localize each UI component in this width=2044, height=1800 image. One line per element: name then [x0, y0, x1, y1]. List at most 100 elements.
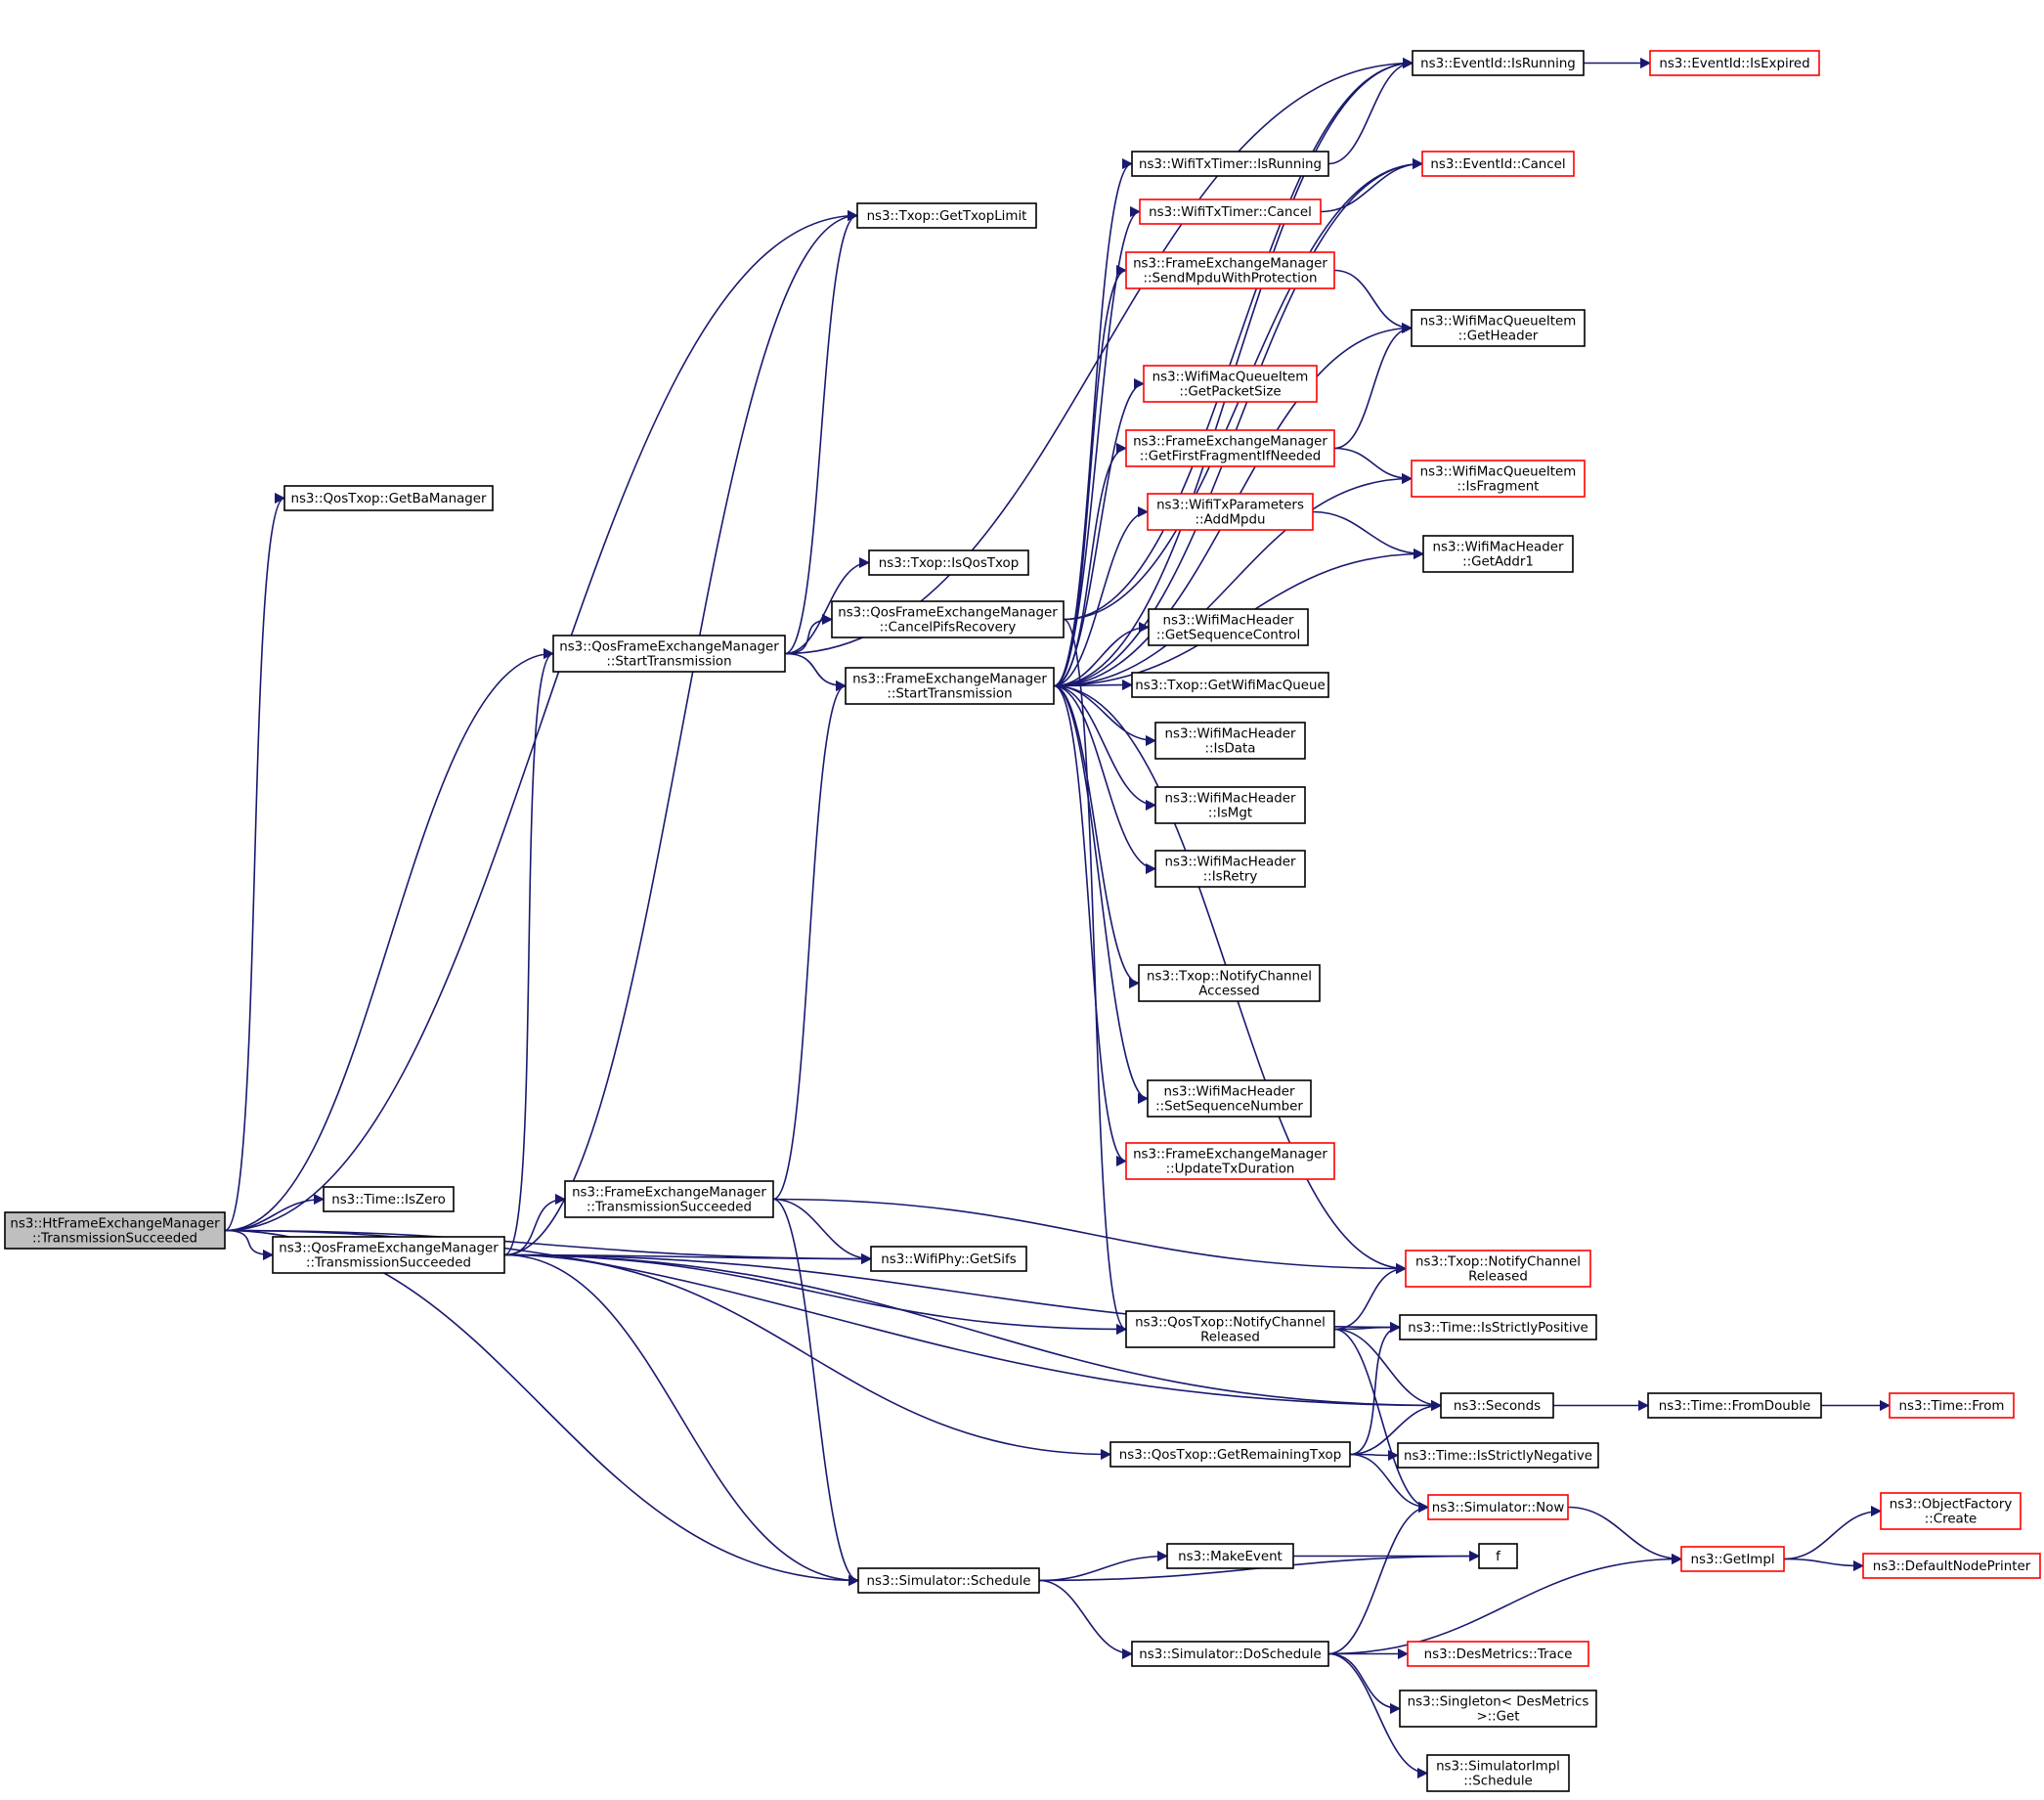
- node-label: ::IsRetry: [1203, 870, 1258, 885]
- node-box: [870, 1246, 1027, 1272]
- node-label: ns3::DefaultNodePrinter: [1873, 1559, 2031, 1574]
- node-box: [1154, 786, 1306, 824]
- edge-fem-transmission-succeeded-to-simulator-schedule: [772, 1198, 860, 1587]
- node-wifitxtimer-cancel[interactable]: ns3::WifiTxTimer::Cancel: [1139, 198, 1322, 225]
- node-label: ::GetPacketSize: [1179, 385, 1281, 400]
- node-simulatorimpl-schedule[interactable]: ns3::SimulatorImpl::Schedule: [1426, 1754, 1570, 1792]
- node-txop-is-qos-txop[interactable]: ns3::Txop::IsQosTxop: [868, 549, 1029, 576]
- edge-qos-fem-start-transmission-to-txop-get-txop-limit: [784, 210, 859, 655]
- node-make-event[interactable]: ns3::MakeEvent: [1166, 1543, 1294, 1569]
- node-wifimacheader-is-data[interactable]: ns3::WifiMacHeader::IsData: [1154, 722, 1306, 760]
- node-fem-get-first-fragment-if-needed[interactable]: ns3::FrameExchangeManager::GetFirstFragm…: [1125, 429, 1335, 467]
- node-qos-fem-cancel-pifs-recovery[interactable]: ns3::QosFrameExchangeManager::CancelPifs…: [831, 600, 1065, 638]
- edge-qos-fem-transmission-succeeded-to-simulator-schedule: [503, 1253, 860, 1587]
- node-time-is-strictly-negative[interactable]: ns3::Time::IsStrictlyNegative: [1397, 1442, 1599, 1469]
- node-txop-get-txop-limit[interactable]: ns3::Txop::GetTxopLimit: [856, 202, 1037, 229]
- edge-fem-start-transmission-to-wifimacheader-get-sequence-control: [1053, 621, 1151, 687]
- edge-root-to-txop-get-txop-limit: [224, 209, 859, 1232]
- edge-qos-fem-transmission-succeeded-to-txop-get-txop-limit: [503, 209, 859, 1256]
- node-wifitxtimer-is-running[interactable]: ns3::WifiTxTimer::IsRunning: [1131, 151, 1329, 177]
- node-time-is-zero[interactable]: ns3::Time::IsZero: [323, 1186, 455, 1212]
- node-label: ::GetHeader: [1458, 329, 1539, 344]
- edge-root-to-wifiphy-get-sifs: [224, 1229, 873, 1265]
- node-label: ns3::Time::IsZero: [331, 1193, 446, 1207]
- node-eventid-is-expired[interactable]: ns3::EventId::IsExpired: [1649, 50, 1820, 76]
- node-fem-start-transmission[interactable]: ns3::FrameExchangeManager::StartTransmis…: [845, 667, 1055, 705]
- node-box: [1154, 722, 1306, 760]
- node-label: ns3::Txop::NotifyChannel: [1147, 970, 1312, 985]
- node-eventid-cancel[interactable]: ns3::EventId::Cancel: [1421, 151, 1575, 177]
- node-box: [1131, 1641, 1329, 1667]
- node-desmetrics-trace[interactable]: ns3::DesMetrics::Trace: [1407, 1641, 1589, 1667]
- node-wifimacqueueitem-is-fragment[interactable]: ns3::WifiMacQueueItem::IsFragment: [1411, 460, 1586, 498]
- node-eventid-is-running[interactable]: ns3::EventId::IsRunning: [1412, 50, 1585, 76]
- node-default-node-printer[interactable]: ns3::DefaultNodePrinter: [1862, 1553, 2041, 1579]
- edge-simulator-now-to-get-impl: [1567, 1506, 1683, 1565]
- node-objectfactory-create[interactable]: ns3::ObjectFactory::Create: [1880, 1492, 2022, 1530]
- node-root[interactable]: ns3::HtFrameExchangeManager::Transmissio…: [4, 1211, 226, 1250]
- edge-qos-fem-cancel-pifs-recovery-to-eventid-is-running: [1063, 57, 1414, 621]
- node-seconds[interactable]: ns3::Seconds: [1440, 1392, 1554, 1419]
- node-label: ns3::WifiMacHeader: [1163, 614, 1294, 629]
- node-box: [1647, 1392, 1822, 1419]
- edge-wifitxparameters-add-mpdu-to-wifimacheader-get-addr1: [1312, 510, 1425, 560]
- edge-fem-start-transmission-to-wifimacheader-set-sequence-number: [1053, 684, 1150, 1105]
- node-box: [1125, 429, 1335, 467]
- node-qos-get-ba-manager[interactable]: ns3::QosTxop::GetBaManager: [283, 485, 494, 511]
- node-fem-update-tx-duration[interactable]: ns3::FrameExchangeManager::UpdateTxDurat…: [1125, 1142, 1335, 1180]
- node-wifimacheader-is-retry[interactable]: ns3::WifiMacHeader::IsRetry: [1154, 850, 1306, 888]
- edge-simulator-schedule-to-simulator-do-schedule: [1038, 1579, 1134, 1660]
- node-label: ns3::SimulatorImpl: [1436, 1760, 1560, 1775]
- node-time-from[interactable]: ns3::Time::From: [1889, 1392, 2015, 1419]
- node-simulator-schedule[interactable]: ns3::Simulator::Schedule: [857, 1567, 1040, 1594]
- edge-qos-fem-start-transmission-to-txop-is-qos-txop: [784, 556, 871, 655]
- edge-simulator-do-schedule-to-singleton-desmetrics-get: [1327, 1652, 1402, 1715]
- node-box: [1880, 1492, 2022, 1530]
- node-fem-send-mpdu-with-protection[interactable]: ns3::FrameExchangeManager::SendMpduWithP…: [1125, 251, 1335, 289]
- node-box: [272, 1236, 505, 1274]
- edge-qostxop-get-remaining-txop-to-time-is-strictly-positive: [1349, 1321, 1402, 1456]
- edge-qos-fem-start-transmission-to-fem-start-transmission: [784, 652, 848, 692]
- node-txop-get-wifi-mac-queue[interactable]: ns3::Txop::GetWifiMacQueue: [1131, 672, 1329, 698]
- node-label: ns3::MakeEvent: [1178, 1550, 1283, 1564]
- node-box: [1138, 964, 1321, 1002]
- node-label: ns3::Simulator::Schedule: [867, 1574, 1031, 1589]
- node-f[interactable]: f: [1478, 1543, 1518, 1569]
- node-box: [1649, 50, 1820, 76]
- node-simulator-do-schedule[interactable]: ns3::Simulator::DoSchedule: [1131, 1641, 1329, 1667]
- node-wifimacheader-set-sequence-number[interactable]: ns3::WifiMacHeader::SetSequenceNumber: [1147, 1079, 1312, 1118]
- edge-qostxop-get-remaining-txop-to-time-is-strictly-negative: [1349, 1449, 1400, 1462]
- node-qos-fem-start-transmission[interactable]: ns3::QosFrameExchangeManager::StartTrans…: [552, 635, 786, 673]
- edge-root-to-time-is-zero: [224, 1193, 326, 1232]
- edge-fem-start-transmission-to-wifitxparameters-add-mpdu: [1053, 505, 1150, 687]
- node-time-is-strictly-positive[interactable]: ns3::Time::IsStrictlyPositive: [1399, 1314, 1597, 1340]
- node-time-from-double[interactable]: ns3::Time::FromDouble: [1647, 1392, 1822, 1419]
- node-wifimacheader-is-mgt[interactable]: ns3::WifiMacHeader::IsMgt: [1154, 786, 1306, 824]
- node-label: ::CancelPifsRecovery: [880, 621, 1017, 636]
- node-label: ::StartTransmission: [887, 687, 1012, 702]
- node-box: [1166, 1543, 1294, 1569]
- node-label: ::TransmissionSucceeded: [32, 1232, 197, 1247]
- node-simulator-now[interactable]: ns3::Simulator::Now: [1427, 1494, 1569, 1520]
- node-singleton-desmetrics-get[interactable]: ns3::Singleton< DesMetrics>::Get: [1399, 1690, 1597, 1728]
- node-wifimacqueueitem-get-packet-size[interactable]: ns3::WifiMacQueueItem::GetPacketSize: [1143, 365, 1318, 403]
- node-label: Released: [1468, 1270, 1528, 1285]
- node-wifiphy-get-sifs[interactable]: ns3::WifiPhy::GetSifs: [870, 1246, 1027, 1272]
- node-label: ::StartTransmission: [606, 655, 731, 670]
- node-wifimacheader-get-sequence-control[interactable]: ns3::WifiMacHeader::GetSequenceControl: [1148, 608, 1309, 646]
- node-label: ns3::Simulator::DoSchedule: [1139, 1647, 1321, 1662]
- node-wifitxparameters-add-mpdu[interactable]: ns3::WifiTxParameters::AddMpdu: [1147, 493, 1314, 531]
- node-label: ns3::EventId::IsRunning: [1420, 57, 1576, 71]
- node-qos-fem-transmission-succeeded[interactable]: ns3::QosFrameExchangeManager::Transmissi…: [272, 1236, 505, 1274]
- node-label: ns3::DesMetrics::Trace: [1424, 1647, 1573, 1662]
- edge-layer: [224, 57, 1892, 1779]
- node-fem-transmission-succeeded[interactable]: ns3::FrameExchangeManager::TransmissionS…: [564, 1180, 774, 1218]
- node-wifimacheader-get-addr1[interactable]: ns3::WifiMacHeader::GetAddr1: [1422, 535, 1574, 573]
- node-wifimacqueueitem-get-header[interactable]: ns3::WifiMacQueueItem::GetHeader: [1411, 309, 1586, 347]
- node-label: ns3::FrameExchangeManager: [852, 673, 1047, 687]
- node-qostxop-get-remaining-txop[interactable]: ns3::QosTxop::GetRemainingTxop: [1109, 1441, 1351, 1468]
- node-get-impl[interactable]: ns3::GetImpl: [1680, 1546, 1785, 1572]
